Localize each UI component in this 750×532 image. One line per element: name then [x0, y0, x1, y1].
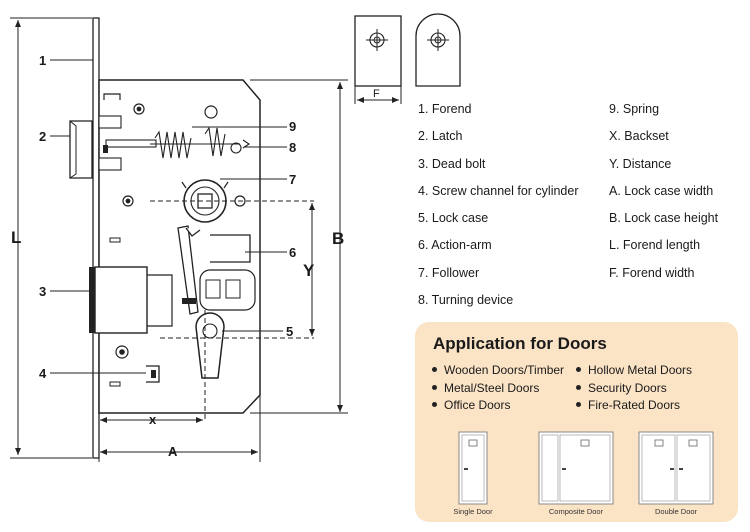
legend-item: 8. Turning device — [418, 293, 514, 308]
composite-door-icon — [538, 431, 614, 505]
legend-item: 5. Lock case — [418, 211, 489, 226]
dim-label-X: x — [149, 412, 157, 427]
list-item: Fire-Rated Doors — [576, 397, 692, 415]
dim-label-B: B — [332, 229, 344, 248]
legend-item: 6. Action-arm — [418, 238, 492, 253]
screw-channel — [146, 365, 160, 383]
door-tile-single: Single Door — [428, 428, 518, 518]
list-item: Wooden Doors/Timber — [432, 362, 564, 380]
application-list-right: Hollow Metal Doors Security Doors Fire-R… — [576, 362, 692, 415]
callout-1: 1 — [39, 53, 46, 68]
legend-item: 9. Spring — [609, 102, 660, 116]
dim-label-L: L — [11, 228, 21, 247]
callout-6: 6 — [289, 245, 296, 260]
single-door-icon — [458, 431, 488, 505]
forend-strip — [92, 17, 100, 459]
callout-2: 2 — [39, 129, 46, 144]
legend-item: L. Forend length — [609, 238, 701, 253]
door-caption: Double Door — [654, 507, 698, 516]
legend-item: A. Lock case width — [609, 183, 714, 198]
dim-label-Y: Y — [303, 261, 315, 280]
dim-label-F: F — [373, 88, 380, 100]
legend-left: 1. Forend 2. Latch 3. Dead bolt 4. Screw… — [418, 102, 579, 320]
callout-7: 7 — [289, 172, 296, 187]
dead-bolt — [89, 266, 256, 334]
door-tile-double: Double Door — [631, 428, 721, 518]
latch — [69, 115, 157, 179]
bullet-icon — [432, 402, 437, 408]
action-arm — [177, 225, 251, 315]
spring — [150, 126, 250, 159]
door-caption: Single Door — [453, 507, 493, 516]
callout-8: 8 — [289, 140, 296, 155]
application-title: Application for Doors — [433, 334, 607, 353]
legend-item: 2. Latch — [418, 129, 463, 144]
follower — [181, 179, 229, 223]
door-caption: Composite Door — [548, 507, 604, 516]
legend-item: 7. Follower — [418, 265, 480, 280]
bullet-icon — [576, 367, 581, 373]
legend-item: 4. Screw channel for cylinder — [418, 183, 579, 198]
callout-5: 5 — [286, 324, 293, 339]
forend-front-view-square — [354, 15, 402, 87]
bullet-icon — [576, 402, 581, 408]
bullet-icon — [432, 384, 437, 390]
application-list-left: Wooden Doors/Timber Metal/Steel Doors Of… — [432, 362, 564, 415]
legend-item: F. Forend width — [609, 265, 695, 280]
legend-item: B. Lock case height — [609, 211, 719, 226]
application-panel: Application for Doors Wooden Doors/Timbe… — [415, 322, 738, 522]
legend-item: Y. Distance — [609, 156, 672, 171]
screw-holes — [115, 103, 246, 359]
forend-front-view-rounded — [415, 13, 461, 87]
callout-3: 3 — [39, 284, 46, 299]
list-item: Security Doors — [576, 380, 692, 398]
legend-item: 3. Dead bolt — [418, 156, 486, 171]
door-tile-composite: Composite Door — [531, 428, 621, 518]
list-item: Hollow Metal Doors — [576, 362, 692, 380]
double-door-icon — [638, 431, 714, 505]
callout-4: 4 — [39, 366, 47, 381]
bullet-icon — [576, 384, 581, 390]
callout-9: 9 — [289, 119, 296, 134]
legend-item: 1. Forend — [418, 102, 472, 116]
cylinder-cutout — [195, 312, 225, 379]
legend-right: 9. Spring X. Backset Y. Distance A. Lock… — [609, 102, 718, 293]
bullet-icon — [432, 367, 437, 373]
list-item: Metal/Steel Doors — [432, 380, 564, 398]
dim-label-A: A — [168, 444, 178, 459]
legend-item: X. Backset — [609, 129, 669, 144]
list-item: Office Doors — [432, 397, 564, 415]
